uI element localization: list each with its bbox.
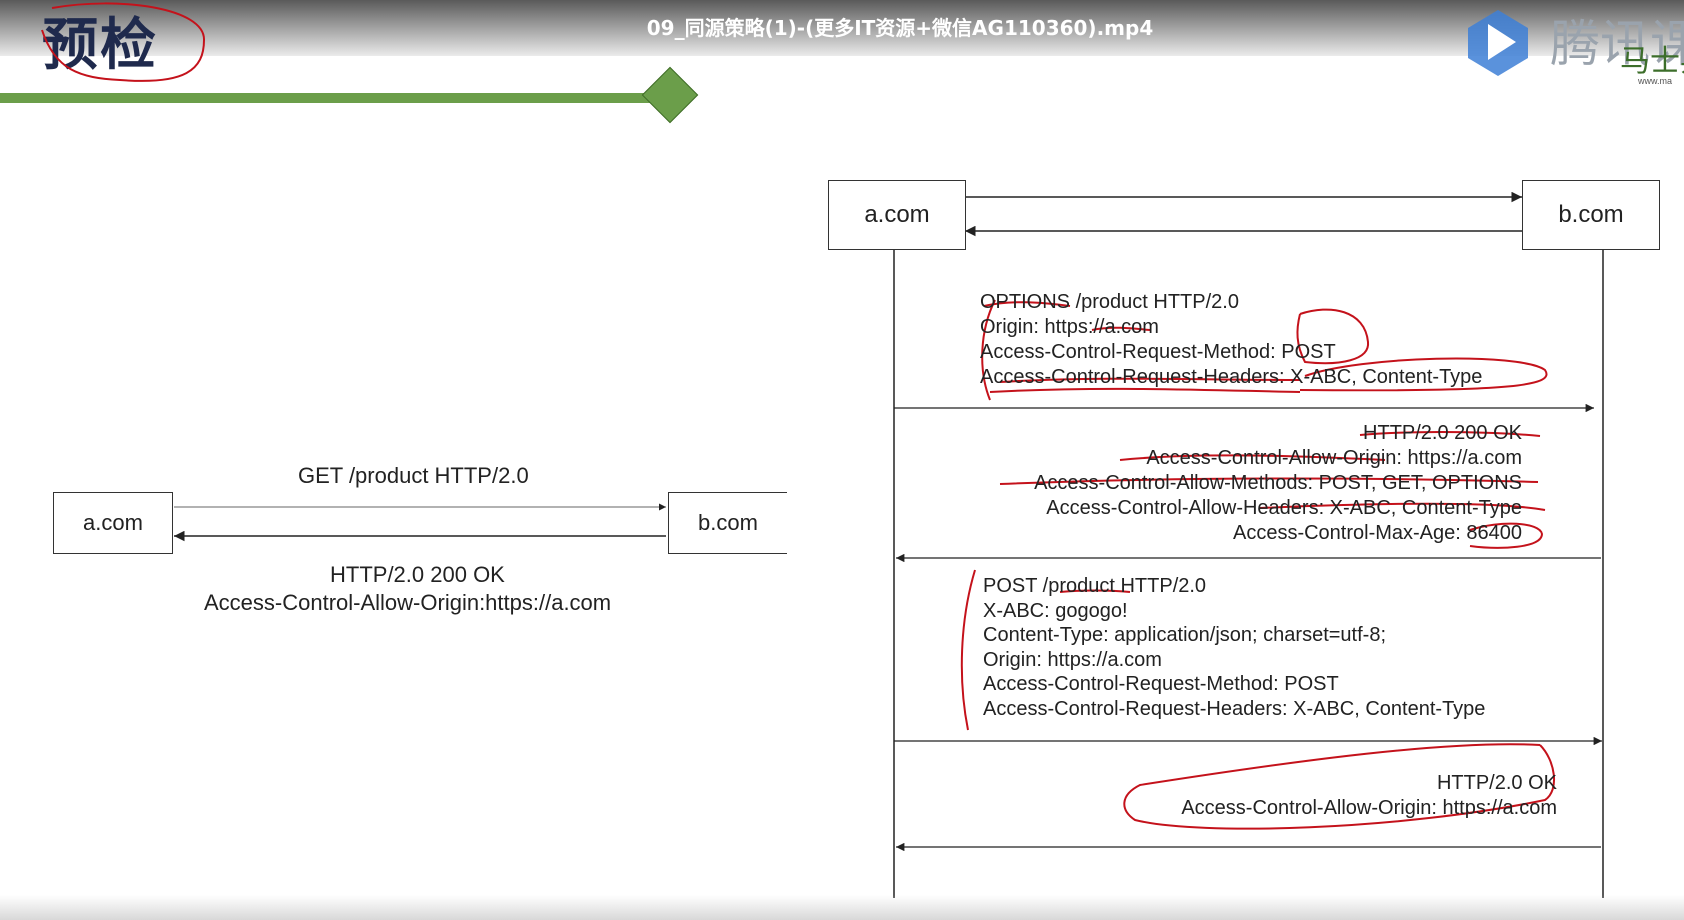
- options-response-line: Access-Control-Allow-Headers: X-ABC, Con…: [1046, 497, 1522, 519]
- actual-response-line: HTTP/2.0 OK: [1436, 772, 1557, 794]
- actual-request-line: POST /product HTTP/2.0: [983, 575, 1207, 597]
- simple-request-label: GET /product HTTP/2.0: [298, 463, 529, 488]
- logo-subtext: 马士兵: [1620, 44, 1684, 79]
- actual-request-line: Origin: https://a.com: [983, 648, 1162, 671]
- simple-server-label: b.com: [698, 510, 758, 535]
- tencent-classroom-logo: 腾讯课堂 马士兵 www.ma: [1458, 0, 1684, 90]
- actual-request-line: Access-Control-Request-Method: POST: [983, 673, 1339, 695]
- options-response-line: Access-Control-Allow-Methods: POST, GET,…: [1034, 472, 1522, 494]
- options-request-line: Access-Control-Request-Headers: X-ABC, C…: [980, 366, 1483, 388]
- simple-response-header: Access-Control-Allow-Origin:https://a.co…: [204, 590, 612, 615]
- red-pen-annotations: [41, 2, 1556, 830]
- options-request-block: OPTIONS /product HTTP/2.0 Origin: https:…: [980, 290, 1482, 390]
- actual-response-block: HTTP/2.0 OK Access-Control-Allow-Origin:…: [1181, 771, 1557, 821]
- actual-request-line: Access-Control-Request-Headers: X-ABC, C…: [983, 697, 1486, 720]
- preflight-client-label: a.com: [864, 201, 930, 228]
- options-response-block: HTTP/2.0 200 OK Access-Control-Allow-Ori…: [1034, 421, 1522, 546]
- options-request-line: Access-Control-Request-Method: POST: [980, 341, 1336, 363]
- options-request-line: Origin: https://a.com: [980, 316, 1159, 338]
- actual-request-line: Content-Type: application/json; charset=…: [983, 624, 1387, 646]
- video-title: 09_同源策略(1)-(更多IT资源+微信AG110360).mp4: [646, 16, 1154, 40]
- play-logo-icon: [1468, 10, 1528, 76]
- options-request-line: OPTIONS /product HTTP/2.0: [980, 291, 1239, 313]
- logo-text: 腾讯课堂: [1550, 15, 1684, 73]
- preflight-server-label: b.com: [1558, 201, 1624, 228]
- simple-client-box: a.com: [53, 492, 173, 554]
- logo-url: www.ma: [1638, 76, 1673, 86]
- actual-request-block: POST /product HTTP/2.0 X-ABC: gogogo! Co…: [983, 574, 1485, 721]
- options-response-line: HTTP/2.0 200 OK: [1363, 422, 1522, 444]
- slide-heading: 预检: [42, 13, 158, 78]
- options-response-line: Access-Control-Allow-Origin: https://a.c…: [1146, 447, 1522, 469]
- simple-server-box: b.com: [668, 492, 787, 554]
- simple-client-label: a.com: [83, 510, 143, 535]
- simple-response-status: HTTP/2.0 200 OK: [330, 562, 505, 587]
- actual-request-line: X-ABC: gogogo!: [983, 599, 1128, 622]
- preflight-server-box: b.com: [1522, 180, 1660, 250]
- options-response-line: Access-Control-Max-Age: 86400: [1232, 522, 1522, 544]
- title-underline: [0, 93, 670, 103]
- preflight-client-box: a.com: [828, 180, 966, 250]
- video-player-bottom-bar: [0, 895, 1684, 920]
- video-title-bar: [0, 0, 1684, 56]
- actual-response-line: Access-Control-Allow-Origin: https://a.c…: [1181, 797, 1557, 819]
